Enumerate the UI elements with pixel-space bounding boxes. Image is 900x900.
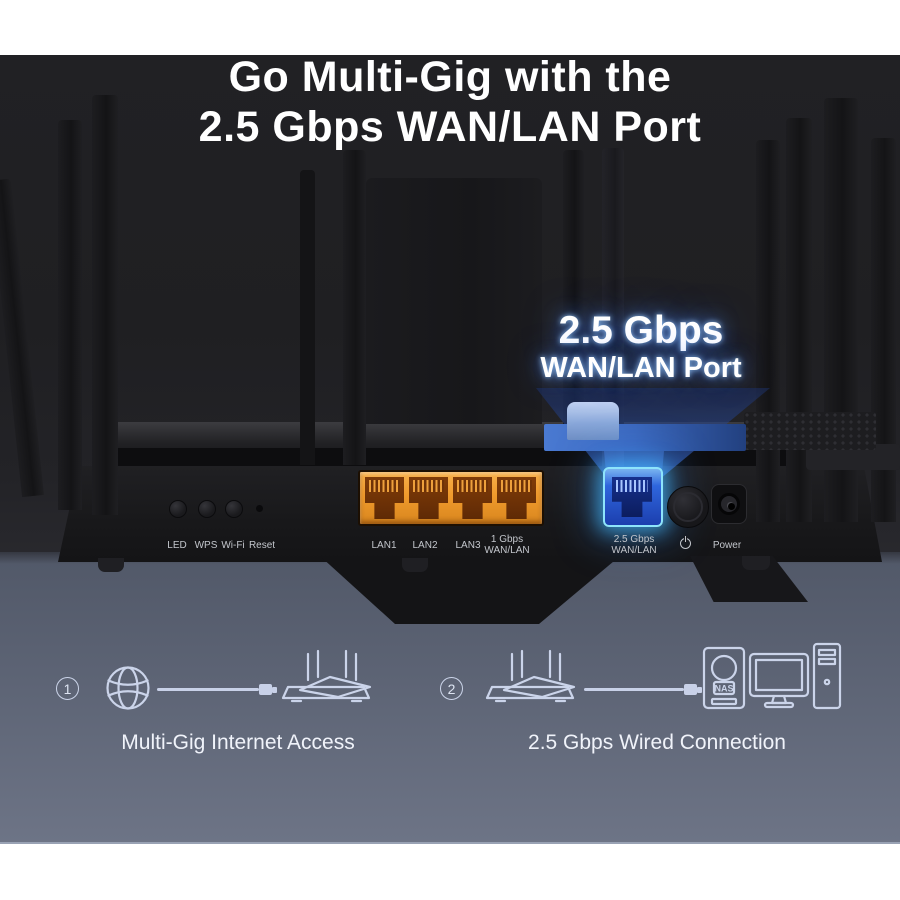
wifi-button xyxy=(225,500,243,518)
wifi-label: Wi-Fi xyxy=(221,540,245,551)
wps-button xyxy=(198,500,216,518)
lan-port-1 xyxy=(365,477,404,519)
router-vent-texture xyxy=(744,412,876,450)
antenna-blade xyxy=(563,150,584,442)
monitor-icon xyxy=(748,652,810,709)
headline-line-1: Go Multi-Gig with the xyxy=(228,53,672,101)
wan-1g-label-line-1: 1 Gbps xyxy=(490,534,524,545)
step-2-caption: 2.5 Gbps Wired Connection xyxy=(528,731,786,754)
nas-label: NAS xyxy=(714,684,733,694)
pc-tower-icon xyxy=(812,642,842,710)
ethernet-cable-line xyxy=(584,688,684,691)
reset-label: Reset xyxy=(248,540,276,551)
router-foot xyxy=(402,558,428,572)
headline: Go Multi-Gig with the 2.5 Gbps WAN/LAN P… xyxy=(0,52,900,152)
router-foot xyxy=(98,558,124,572)
router-icon xyxy=(485,649,576,703)
step-1-number: 1 xyxy=(63,680,72,697)
led-button xyxy=(169,500,187,518)
step-1-badge: 1 xyxy=(56,677,79,700)
wan-25g-label-line-1: 2.5 Gbps xyxy=(613,534,655,545)
nas-icon: NAS xyxy=(702,646,746,710)
antenna-blade-wide xyxy=(366,178,542,424)
router-foot xyxy=(742,556,770,570)
wan-1g-label-line-2: WAN/LAN xyxy=(484,545,530,556)
lan-port-2 xyxy=(409,477,448,519)
headline-line-2: 2.5 Gbps WAN/LAN Port xyxy=(198,103,702,151)
dc-power-jack xyxy=(711,484,747,524)
wan-lan-1g-port xyxy=(497,477,536,519)
lan1-label: LAN1 xyxy=(371,540,397,551)
client-devices-icon: NAS xyxy=(702,642,842,710)
antenna-blade xyxy=(756,140,780,522)
antenna-blade xyxy=(58,120,82,510)
wps-label: WPS xyxy=(194,540,218,551)
lan-port-3 xyxy=(453,477,492,519)
ethernet-plug-icon xyxy=(259,684,277,695)
step-1-caption: Multi-Gig Internet Access xyxy=(121,731,355,754)
wan-1g-label: 1 Gbps WAN/LAN xyxy=(484,534,529,556)
antenna-blade xyxy=(300,170,315,465)
antenna-blade xyxy=(343,150,366,465)
antenna-blade xyxy=(92,95,118,515)
step-2-number: 2 xyxy=(447,680,456,697)
led-label: LED xyxy=(167,540,187,551)
wan-lan-2-5g-port-jack xyxy=(612,477,652,517)
lan2-label: LAN2 xyxy=(412,540,438,551)
lit-antenna-base xyxy=(567,402,619,440)
callout-line-1: 2.5 Gbps xyxy=(558,309,724,352)
lan-port-block xyxy=(358,470,544,526)
wan-25g-label-line-2: WAN/LAN xyxy=(611,545,657,556)
power-symbol-icon xyxy=(680,536,691,549)
power-button xyxy=(667,486,709,528)
wan-lan-2-5g-port xyxy=(603,467,663,527)
router-icon xyxy=(281,649,372,703)
ethernet-cable-line xyxy=(157,688,259,691)
step-2-badge: 2 xyxy=(440,677,463,700)
callout-line-2: WAN/LAN Port xyxy=(540,352,742,384)
lan3-label: LAN3 xyxy=(455,540,481,551)
power-label: Power xyxy=(712,540,742,551)
reset-pinhole xyxy=(256,505,263,512)
dc-jack-pin xyxy=(728,503,735,510)
wan-25g-label: 2.5 Gbps WAN/LAN xyxy=(611,534,656,556)
port-callout: 2.5 Gbps WAN/LAN Port xyxy=(491,310,791,385)
dc-jack-ring xyxy=(718,493,740,515)
internet-globe-icon xyxy=(106,666,150,710)
ethernet-plug-icon xyxy=(684,684,702,695)
